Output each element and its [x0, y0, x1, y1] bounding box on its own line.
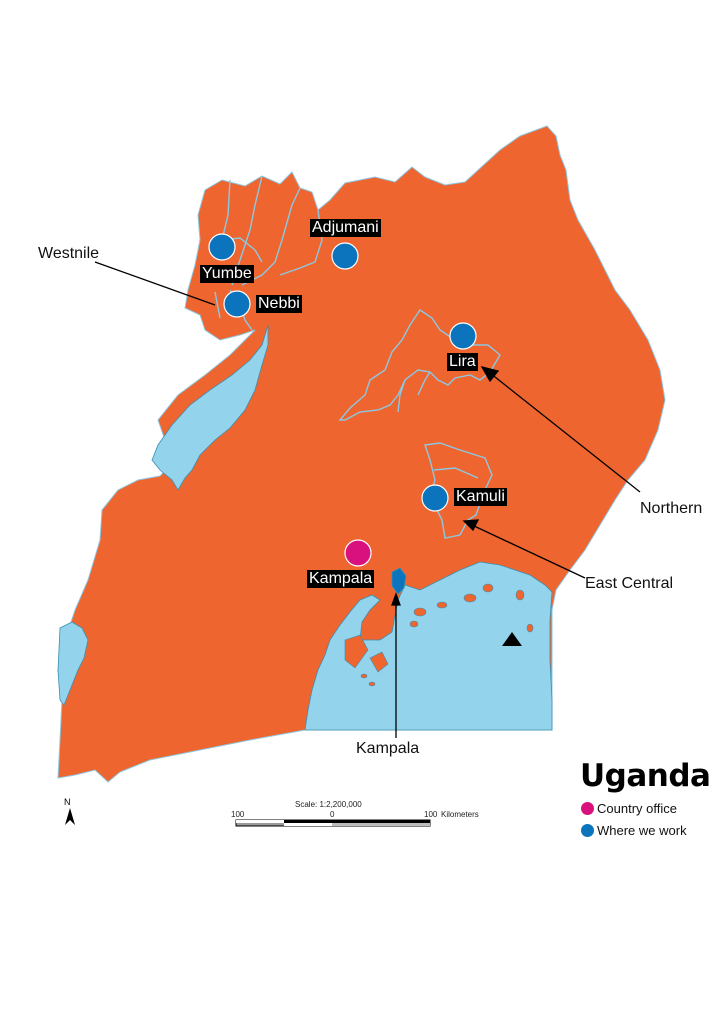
lake-victoria	[304, 561, 553, 731]
east-central-callout-label: East Central	[585, 575, 674, 592]
kamuli-label: Kamuli	[454, 488, 507, 506]
lira-region-borders	[338, 309, 501, 421]
yumbe-label: Yumbe	[200, 265, 254, 283]
scale-center-tick: 0	[330, 810, 335, 819]
where-we-work-dot-icon	[581, 824, 594, 837]
yumbe-marker[interactable]	[208, 233, 236, 261]
scale-right-tick: 100	[424, 810, 438, 819]
lira-marker[interactable]	[449, 322, 477, 350]
triangle-marker-icon	[502, 632, 522, 646]
legend-title: Uganda	[580, 758, 711, 794]
legend-item-where-we-work: Where we work	[581, 823, 687, 838]
kampala-office-marker[interactable]	[344, 539, 372, 567]
lake-edward	[57, 621, 89, 706]
kampala-arrowhead-icon	[391, 592, 401, 606]
lira-label: Lira	[447, 353, 478, 371]
nebbi-marker[interactable]	[223, 290, 251, 318]
scale-title: Scale: 1:2,200,000	[295, 800, 362, 809]
nebbi-label: Nebbi	[256, 295, 302, 313]
northern-callout-line	[489, 372, 641, 493]
markers	[208, 233, 477, 567]
north-arrow-icon	[65, 808, 75, 825]
westnile-callout-label: Westnile	[38, 245, 100, 262]
scale-left-tick: 100	[231, 810, 245, 819]
adjumani-label: Adjumani	[310, 219, 381, 237]
kampala-region-callout-label: Kampala	[356, 740, 420, 757]
adjumani-marker[interactable]	[331, 242, 359, 270]
kampala-office-label: Kampala	[307, 570, 375, 588]
lake-victoria-islands	[344, 583, 534, 687]
kamuli-marker[interactable]	[421, 484, 449, 512]
northern-arrowhead-icon	[480, 365, 500, 383]
lake-albert	[151, 324, 269, 491]
east-central-arrowhead-icon	[462, 519, 480, 532]
country-office-dot-icon	[581, 802, 594, 815]
northern-callout-label: Northern	[640, 500, 703, 517]
callout-lines	[94, 261, 641, 738]
westnile-callout-line	[94, 261, 216, 306]
scale-units: Kilometers	[441, 810, 479, 819]
legend-item-country-office: Country office	[581, 801, 677, 816]
north-label: N	[64, 797, 71, 807]
kampala-water-spot	[391, 567, 407, 595]
scale-bar	[235, 819, 431, 827]
east-central-callout-line	[471, 524, 586, 579]
legend-item-label: Country office	[597, 801, 677, 816]
legend-item-label: Where we work	[597, 823, 687, 838]
